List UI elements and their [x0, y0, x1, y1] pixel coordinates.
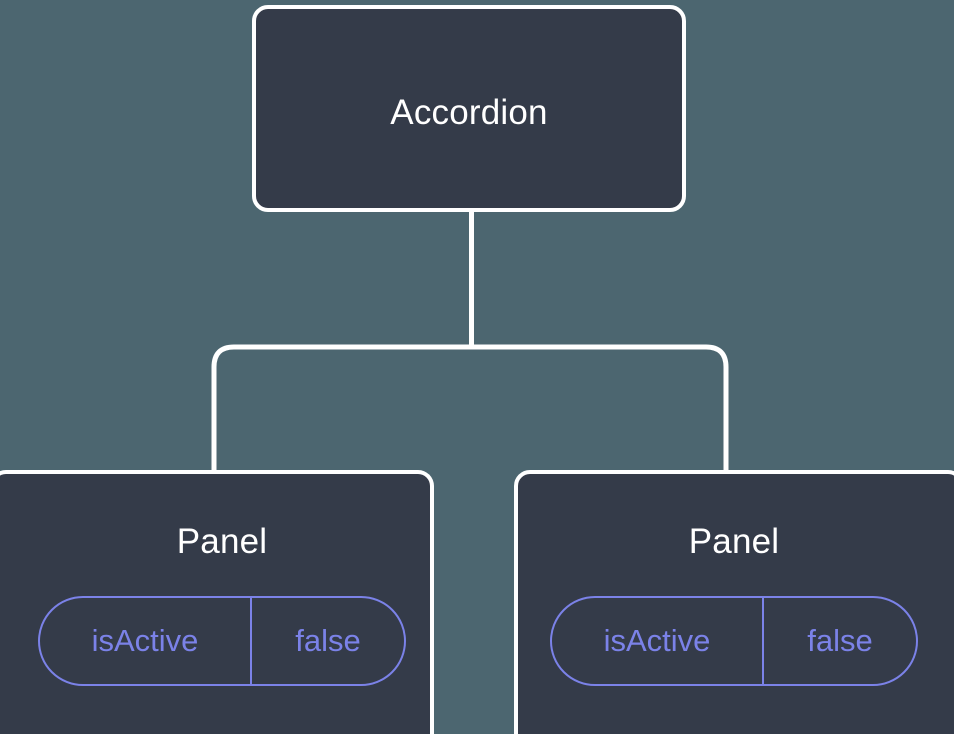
node-panel-0-label: Panel [176, 522, 268, 561]
node-accordion[interactable] [252, 5, 686, 212]
node-panel-1-prop-key: isActive [552, 598, 764, 684]
node-panel-1-prop-value: false [807, 623, 873, 658]
node-panel-0-prop-value: false [295, 623, 361, 658]
node-panel-0-prop-pill[interactable]: isActive false [38, 596, 406, 686]
node-panel-1-label: Panel [688, 522, 780, 561]
edge-to-panel-0 [211, 344, 472, 474]
edge-to-panel-1 [471, 344, 729, 474]
node-panel-1-prop-pill[interactable]: isActive false [550, 596, 918, 686]
node-panel-0-prop-key: isActive [40, 598, 252, 684]
node-accordion-label: Accordion [390, 93, 548, 132]
